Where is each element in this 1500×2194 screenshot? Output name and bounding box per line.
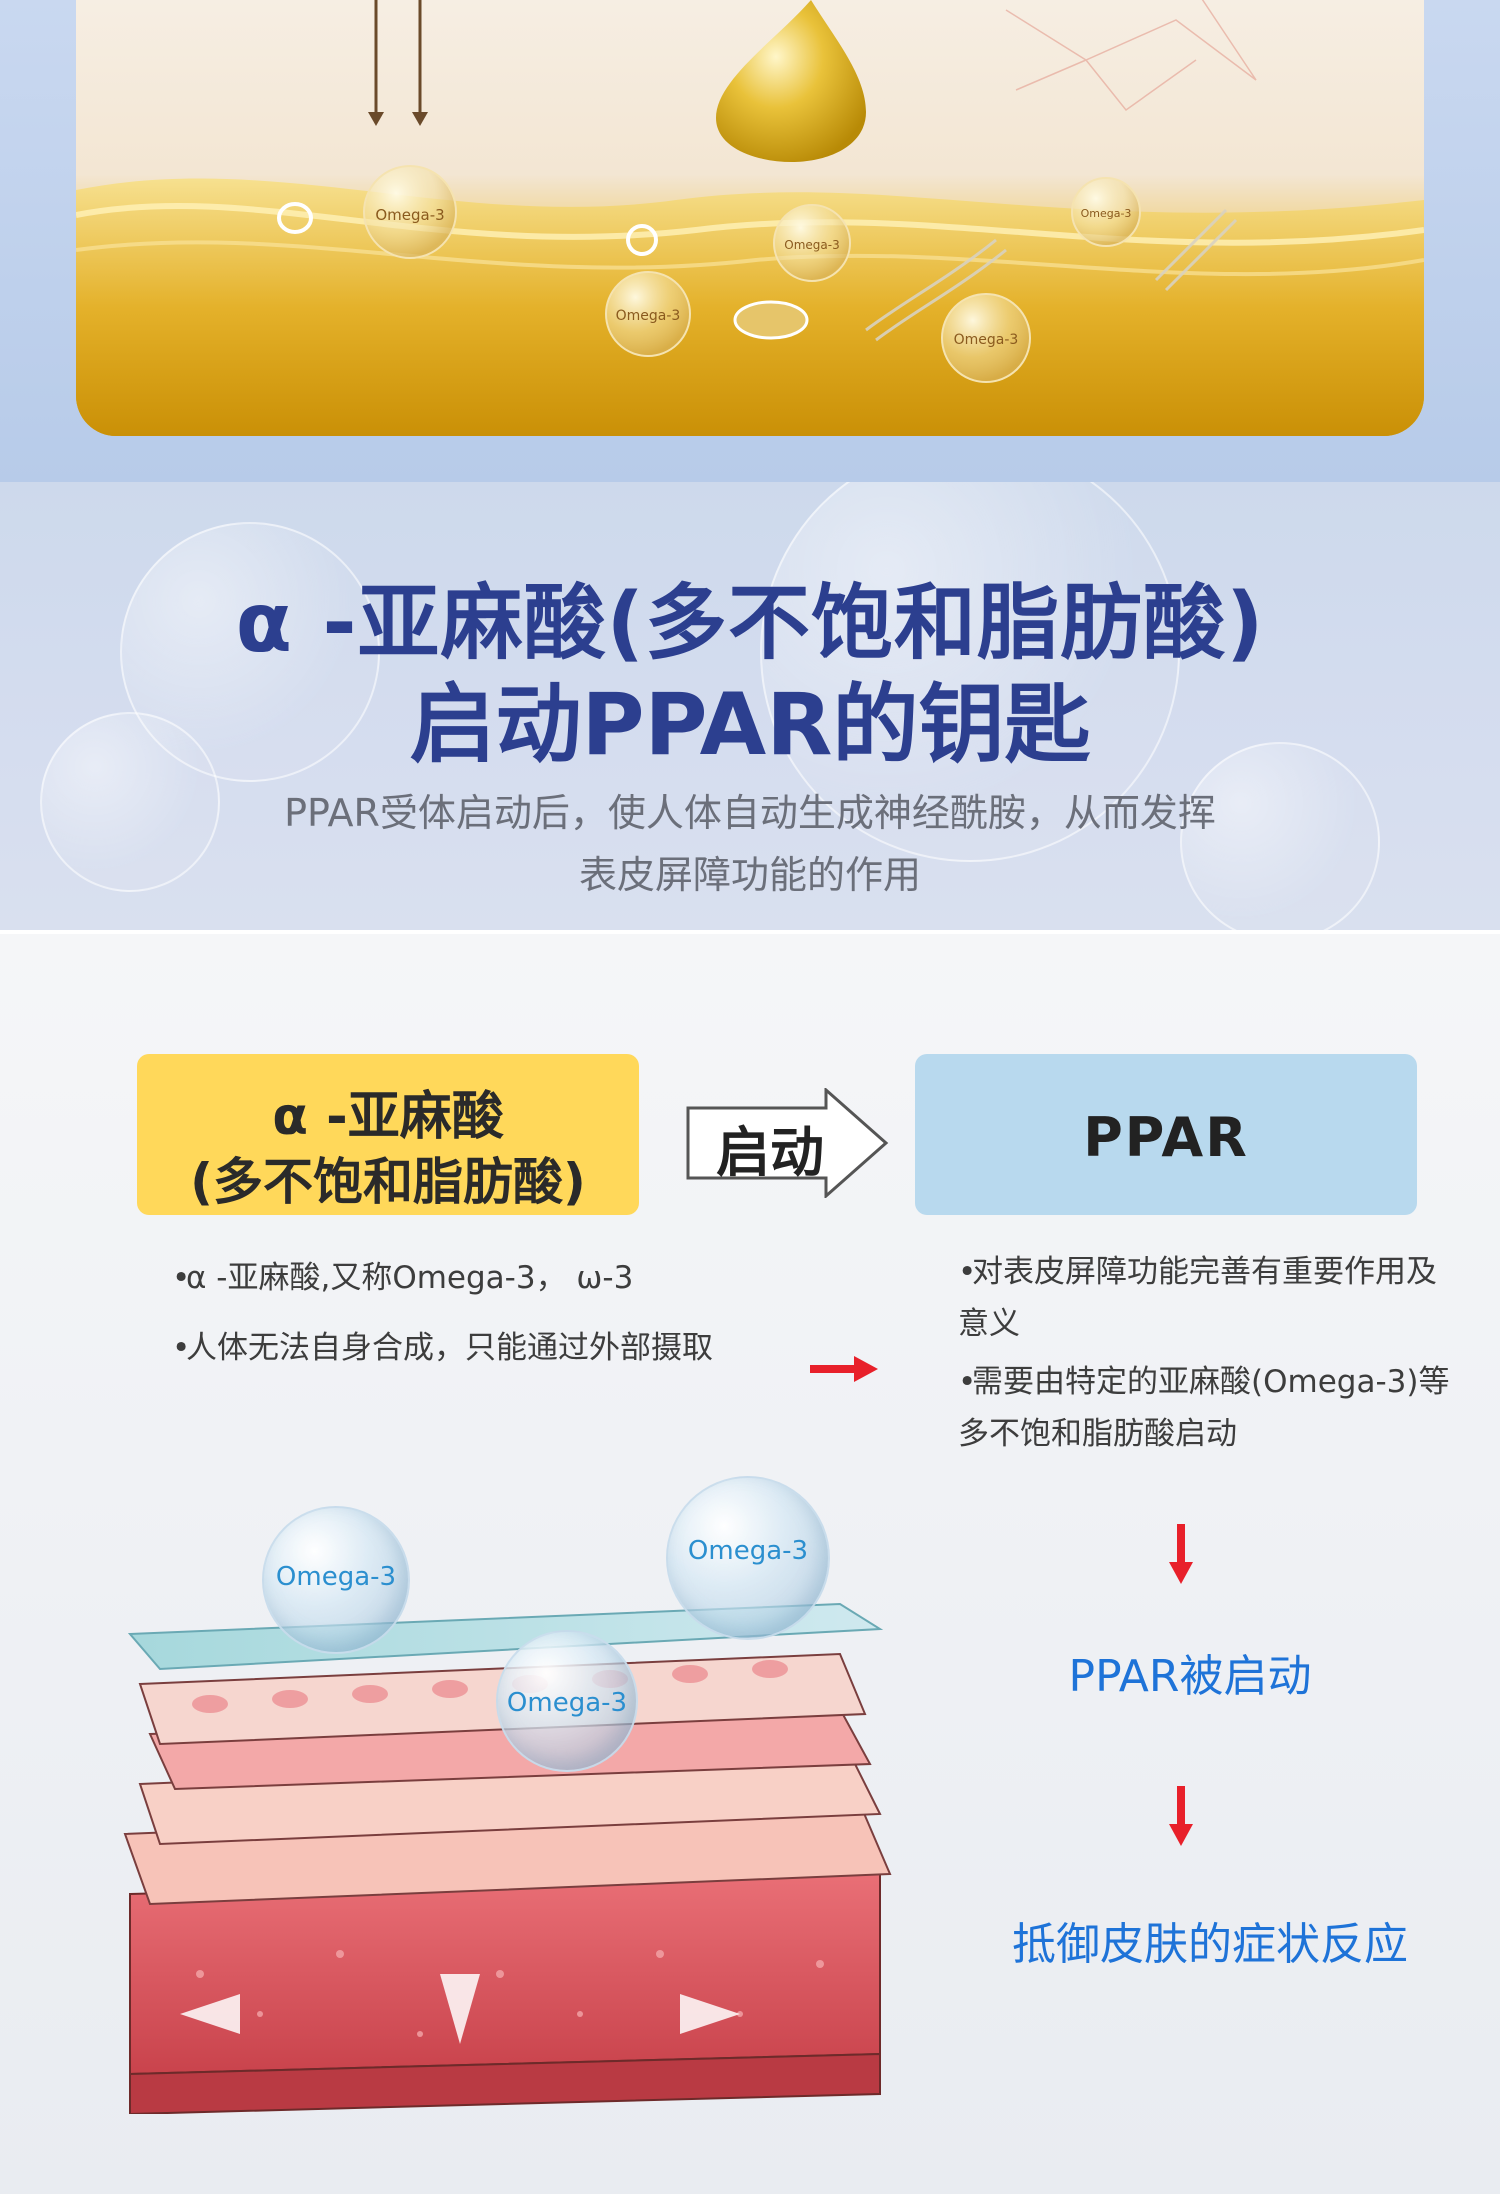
oil-banner-section: Omega-3 Omega-3 Omega-3 Omega-3 Omega-3 (0, 0, 1500, 482)
outline-arrow-icon (686, 1086, 889, 1200)
omega3-bubble-label: Omega-3 (506, 1688, 628, 1718)
alpha-linolenic-acid-box: α -亚麻酸 (多不饱和脂肪酸) (137, 1054, 639, 1215)
left-bullet-1: •α -亚麻酸,又称Omega-3， ω-3 (172, 1252, 633, 1304)
headline-line-1: α -亚麻酸(多不饱和脂肪酸) (235, 576, 1265, 671)
omega3-bubble: Omega-3 (262, 1506, 410, 1654)
alpha-box-title: α -亚麻酸 (272, 1087, 504, 1147)
right-bullet-1: •对表皮屏障功能完善有重要作用及意义 (958, 1246, 1438, 1350)
skin-layers-illustration (123, 1602, 892, 2114)
red-arrow-down-icon (1168, 1786, 1194, 1852)
start-arrow: 启动 (686, 1086, 891, 1200)
omega-bubble-label-5: Omega-3 (954, 332, 1019, 348)
headline-line-2: 启动PPAR的钥匙 (409, 675, 1091, 775)
start-arrow-label: 启动 (716, 1121, 824, 1184)
red-arrow-right-icon (810, 1354, 880, 1388)
left-bullet-2: •人体无法自身合成，只能通过外部摄取 (172, 1322, 732, 1374)
omega3-bubble-label: Omega-3 (275, 1562, 397, 1592)
ppar-box: PPAR (915, 1054, 1417, 1215)
omega3-bubble-label: Omega-3 (687, 1536, 809, 1566)
background-bubble (1180, 742, 1380, 930)
omega3-bubble: Omega-3 (496, 1630, 638, 1772)
oil-wave-graphic: Omega-3 Omega-3 Omega-3 Omega-3 Omega-3 (76, 0, 1424, 436)
left-bullet-2-text: 人体无法自身合成，只能通过外部摄取 (186, 1330, 713, 1366)
ppar-box-label: PPAR (1083, 1106, 1249, 1169)
omega-bubble-label-4: Omega-3 (616, 308, 681, 324)
oil-illustration: Omega-3 Omega-3 Omega-3 Omega-3 Omega-3 (76, 0, 1424, 436)
right-bullet-2: •需要由特定的亚麻酸(Omega-3)等多不饱和脂肪酸启动 (958, 1356, 1458, 1460)
alpha-box-subtitle: (多不饱和脂肪酸) (190, 1153, 586, 1211)
bullet-dot-icon: • (958, 1364, 977, 1400)
mechanism-diagram-section: α -亚麻酸 (多不饱和脂肪酸) 启动 PPAR •α -亚麻酸,又称Omega… (0, 930, 1500, 2194)
right-bullet-2-text: 需要由特定的亚麻酸(Omega-3)等多不饱和脂肪酸启动 (958, 1364, 1450, 1452)
left-bullet-1-text: α -亚麻酸,又称Omega-3， ω-3 (186, 1260, 634, 1296)
omega-bubble-label-2: Omega-3 (784, 238, 839, 252)
omega3-bubble: Omega-3 (666, 1476, 830, 1640)
subtext-line-1: PPAR受体启动后，使人体自动生成神经酰胺，从而发挥 (284, 791, 1216, 835)
bullet-dot-icon: • (958, 1254, 977, 1290)
background-bubble (40, 712, 220, 892)
background-bubble (760, 482, 1180, 862)
omega-bubble-label-3: Omega-3 (1081, 207, 1132, 220)
bullet-dot-icon: • (172, 1260, 191, 1296)
subtext-line-2: 表皮屏障功能的作用 (578, 853, 921, 897)
headline-section: α -亚麻酸(多不饱和脂肪酸) 启动PPAR的钥匙 PPAR受体启动后，使人体自… (0, 482, 1500, 930)
step-resist-skin-reaction: 抵御皮肤的症状反应 (1012, 1919, 1408, 1970)
bullet-dot-icon: • (172, 1330, 191, 1366)
step-ppar-activated: PPAR被启动 (1068, 1651, 1312, 1702)
red-arrow-down-icon (1168, 1524, 1194, 1590)
omega-bubble-label-1: Omega-3 (375, 206, 444, 224)
right-bullet-1-text: 对表皮屏障功能完善有重要作用及意义 (958, 1254, 1437, 1342)
